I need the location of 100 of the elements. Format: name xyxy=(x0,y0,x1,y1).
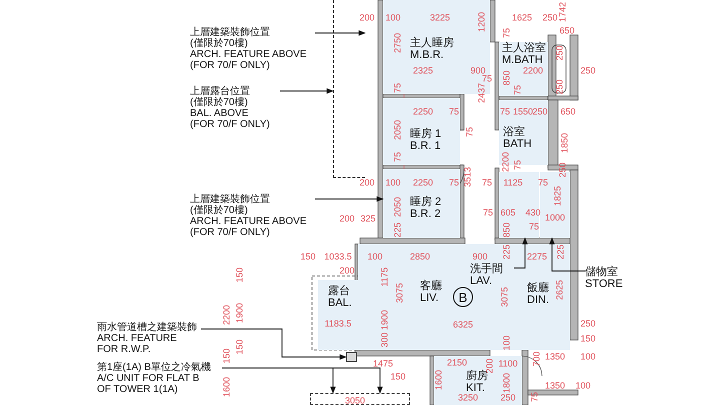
dimension-label: 100 xyxy=(580,352,596,362)
dimension-label: 1850 xyxy=(560,132,570,154)
dimension-label: 75 xyxy=(449,178,459,188)
room-label: 浴室 BATH xyxy=(503,126,532,150)
dimension-label: 2625 xyxy=(556,280,564,300)
leader-line xyxy=(549,237,586,272)
room-area xyxy=(434,356,522,405)
dimension-label: 1825 xyxy=(554,186,562,206)
dimension-label: 1183.5 xyxy=(324,320,352,328)
room-area xyxy=(499,172,539,238)
dimension-label: 75 xyxy=(394,152,402,162)
dimension-label: 250 xyxy=(556,79,564,95)
dimension-label: 2325 xyxy=(412,66,434,76)
dimension-label: 75 xyxy=(483,208,493,218)
dimension-label: 3075 xyxy=(396,282,404,304)
ac-unit-outline xyxy=(310,393,410,405)
dimension-label: 150 xyxy=(580,334,596,344)
dimension-label: 325 xyxy=(360,214,376,224)
dimension-label: 1742 xyxy=(558,2,568,22)
callout-text: 上層建築裝飾位置(僅限於70樓) ARCH. FEATURE ABOVE (FOR 70/F ONLY) xyxy=(190,27,315,71)
dimension-label: 100 xyxy=(575,382,591,390)
dimension-label: 150 xyxy=(390,372,406,382)
dimension-label: 100 xyxy=(367,252,383,262)
dimension-label: 700 xyxy=(532,351,542,367)
dimension-label: 2200 xyxy=(502,152,510,172)
room-label: 客廳 LIV. xyxy=(420,280,442,304)
dimension-label: 1900 xyxy=(236,302,244,324)
callout-text: 上層露台位置(僅限於70樓) BAL. ABOVE (FOR 70/F ONLY) xyxy=(190,86,280,130)
dimension-label: 250 xyxy=(580,320,596,328)
dimension-label: 75 xyxy=(514,160,522,170)
dimension-label: 100 xyxy=(385,14,401,22)
dimension-label: 3225 xyxy=(430,14,450,22)
dimension-label: 1100 xyxy=(498,360,518,368)
dimension-label: 2275 xyxy=(526,252,548,262)
dimension-label: 75 xyxy=(466,127,474,137)
callout-text: 上層建築裝飾位置(僅限於70樓) ARCH. FEATURE ABOVE (FOR 70/F ONLY) xyxy=(190,194,315,238)
dimension-label: 3513 xyxy=(464,166,472,188)
leader-line xyxy=(222,368,383,394)
room-label: 主人浴室 M.BATH xyxy=(502,42,546,66)
dimension-label: 6325 xyxy=(452,320,474,330)
dimension-label: 250 xyxy=(532,108,548,116)
room-area xyxy=(383,169,460,238)
room-label: 飯廳 DIN. xyxy=(527,282,549,306)
room-area xyxy=(515,244,570,350)
dimension-label: 150 xyxy=(300,252,316,262)
dimension-label: 900 xyxy=(472,252,488,262)
leader-line xyxy=(314,196,384,202)
dimension-label: 605 xyxy=(500,208,516,218)
dimension-label: 225 xyxy=(394,222,402,238)
callout-text: 雨水管道槽之建築裝飾 ARCH. FEATURE FOR R.W.P. xyxy=(97,322,201,355)
dimension-label: 2750 xyxy=(394,32,402,54)
dimension-label: 1600 xyxy=(222,376,232,398)
dimension-label: 75 xyxy=(449,108,459,116)
leader-line xyxy=(280,88,334,94)
room-label: 洗手間 LAV. xyxy=(470,263,503,287)
dimension-label: 1900 xyxy=(380,310,390,330)
leader-line xyxy=(314,30,366,36)
dimension-label: 200 xyxy=(339,214,355,224)
room-label: 睡房 1 B.R. 1 xyxy=(410,128,442,152)
dimension-label: 2250 xyxy=(412,108,434,116)
dimension-label: 1033.5 xyxy=(324,252,352,262)
room-label: 儲物室 STORE xyxy=(585,266,623,290)
room-label: 主人睡房 M.B.R. xyxy=(410,37,454,61)
dimension-label: 250 xyxy=(556,45,564,61)
dimension-label: 1600 xyxy=(434,370,444,390)
dimension-label: 1000 xyxy=(544,214,566,222)
dimension-label: 150 xyxy=(236,339,244,355)
dimension-label: 2150 xyxy=(446,358,468,368)
dimension-label: 75 xyxy=(530,392,540,402)
leader-line xyxy=(514,237,528,268)
dimension-label: 200 xyxy=(339,266,355,276)
dimension-label: 250 xyxy=(500,394,516,402)
dimension-label: 75 xyxy=(482,178,492,188)
flat-marker: B xyxy=(453,287,473,307)
dimension-label: 75 xyxy=(538,178,548,188)
dimension-label: 200 xyxy=(486,358,494,374)
dimension-label: 75 xyxy=(394,83,402,93)
dimension-label: 900 xyxy=(470,66,486,76)
dimension-label: 250 xyxy=(542,14,558,22)
dimension-label: 225 xyxy=(556,244,566,260)
room-area xyxy=(383,98,460,165)
dimension-label: 200 xyxy=(359,14,375,22)
dimension-label: 225 xyxy=(502,244,512,260)
dimension-label: 1125 xyxy=(503,178,523,188)
dimension-label: 250 xyxy=(558,162,568,178)
room-area xyxy=(318,280,358,350)
dimension-label: 650 xyxy=(559,26,575,36)
dimension-label: 1175 xyxy=(380,267,390,287)
dimension-label: 430 xyxy=(525,208,541,218)
dimension-label: 1350 xyxy=(544,352,566,362)
room-area xyxy=(499,42,548,96)
dimension-label: 100 xyxy=(502,335,512,351)
dimension-label: 1200 xyxy=(478,12,486,32)
callout-text: 第1座(1A) B單位之冷氣機 A/C UNIT FOR FLAT B OF TOWER 1(1A) xyxy=(97,362,222,395)
dimension-label: 100 xyxy=(385,178,401,188)
dimension-label: 1350 xyxy=(544,382,566,390)
room-label: 露台 BAL. xyxy=(328,285,352,309)
dimension-label: 1550 xyxy=(512,108,534,116)
dimension-label: 2050 xyxy=(394,196,402,218)
dimension-label: 150 xyxy=(236,267,244,283)
